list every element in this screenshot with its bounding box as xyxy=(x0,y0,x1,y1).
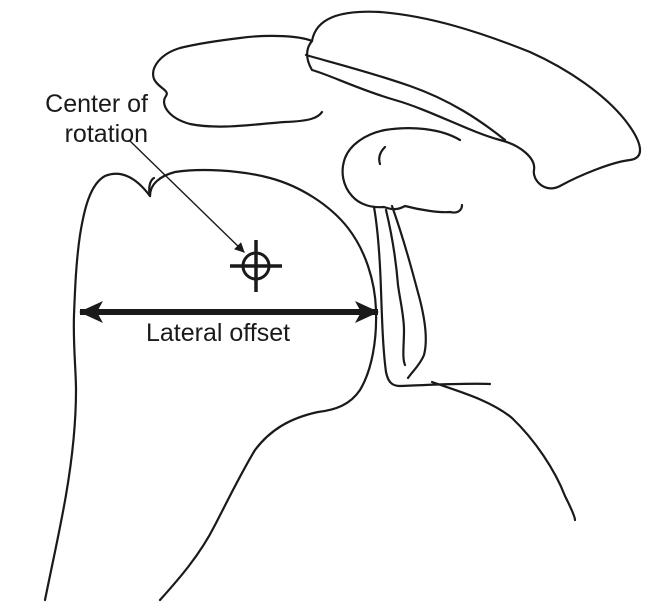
center-of-rotation-label-line1: Center of xyxy=(8,89,148,119)
scapula-edge xyxy=(392,206,426,378)
center-of-rotation-label: Center of rotation xyxy=(8,89,148,149)
center-pointer-line xyxy=(130,141,244,252)
humeral-head-outline xyxy=(150,170,376,600)
scapula-lower-border xyxy=(432,382,575,520)
acromion-outline xyxy=(153,36,322,127)
coracoid-detail xyxy=(379,147,385,164)
lateral-offset-label: Lateral offset xyxy=(146,321,290,346)
center-of-rotation-label-line2: rotation xyxy=(8,119,148,149)
center-of-rotation-marker xyxy=(230,240,282,292)
humerus-lateral-outline xyxy=(45,174,150,600)
coracoid-outline xyxy=(343,128,462,212)
clavicle-outline xyxy=(307,12,640,189)
glenoid-inner-line xyxy=(386,210,405,365)
